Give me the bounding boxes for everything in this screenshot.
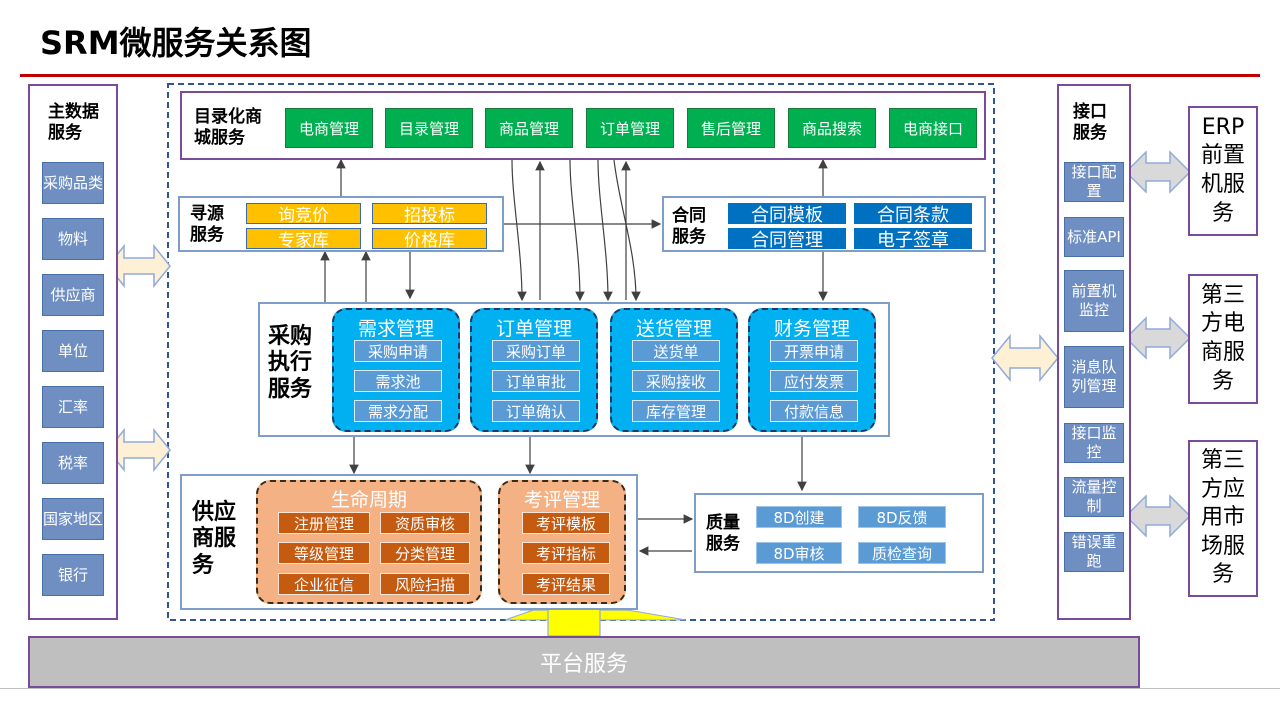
group-lifecycle-title: 生命周期 — [330, 489, 407, 511]
sourcing-service-panel: 寻源服务 询竞价 招投标 专家库 价格库 — [178, 196, 504, 252]
interface-item-message-queue[interactable]: 消息队列管理 — [1064, 346, 1124, 408]
interface-service-title: 接口服务 — [1073, 102, 1107, 144]
group-lifecycle: 生命周期 注册管理 资质审核 等级管理 分类管理 企业征信 风险扫描 — [256, 480, 482, 604]
mall-item-search[interactable]: 商品搜索 — [788, 108, 876, 148]
evaluation-item-result[interactable]: 考评结果 — [522, 573, 610, 595]
quality-service-title: 质量服务 — [706, 513, 740, 555]
lifecycle-item-risk[interactable]: 风险扫描 — [380, 573, 470, 595]
delivery-item-note[interactable]: 送货单 — [632, 340, 720, 362]
third-party-appmarket-box[interactable]: 第三方应用市场服务 — [1188, 440, 1258, 597]
interface-item-error-retry[interactable]: 错误重跑 — [1064, 532, 1124, 572]
sourcing-item-tender[interactable]: 招投标 — [372, 203, 487, 226]
order-item-confirm[interactable]: 订单确认 — [492, 400, 580, 422]
group-finance: 财务管理 开票申请 应付发票 付款信息 — [748, 308, 876, 432]
execution-service-title: 采购执行服务 — [268, 324, 313, 402]
quality-service-panel: 质量服务 8D创建 8D反馈 8D审核 质检查询 — [694, 493, 984, 573]
double-arrow-appmarket — [1124, 494, 1192, 538]
quality-item-8d-feedback[interactable]: 8D反馈 — [858, 506, 946, 528]
evaluation-item-template[interactable]: 考评模板 — [522, 512, 610, 534]
mall-item-product[interactable]: 商品管理 — [485, 108, 573, 148]
group-demand: 需求管理 采购申请 需求池 需求分配 — [332, 308, 460, 432]
interface-item-monitor[interactable]: 接口监控 — [1064, 423, 1124, 463]
finance-item-ap-invoice[interactable]: 应付发票 — [770, 370, 858, 392]
platform-service-bar[interactable]: 平台服务 — [28, 636, 1140, 688]
contract-item-template[interactable]: 合同模板 — [728, 203, 846, 226]
master-data-title: 主数据服务 — [48, 102, 99, 144]
group-order-title: 订单管理 — [495, 318, 572, 340]
group-demand-title: 需求管理 — [357, 318, 434, 340]
sourcing-item-price[interactable]: 价格库 — [372, 228, 487, 251]
demand-item-pool[interactable]: 需求池 — [354, 370, 442, 392]
contract-item-management[interactable]: 合同管理 — [728, 228, 846, 251]
lifecycle-item-grade[interactable]: 等级管理 — [278, 542, 370, 564]
contract-item-clause[interactable]: 合同条款 — [854, 203, 972, 226]
evaluation-item-metric[interactable]: 考评指标 — [522, 542, 610, 564]
group-finance-title: 财务管理 — [773, 318, 850, 340]
master-item-country[interactable]: 国家地区 — [42, 498, 104, 540]
contract-service-title: 合同服务 — [672, 206, 706, 248]
quality-item-inspection-query[interactable]: 质检查询 — [858, 542, 946, 564]
double-arrow-master-lower — [107, 427, 171, 473]
order-item-po[interactable]: 采购订单 — [492, 340, 580, 362]
contract-item-esign[interactable]: 电子签章 — [854, 228, 972, 251]
double-arrow-erp — [1124, 150, 1192, 194]
group-evaluation: 考评管理 考评模板 考评指标 考评结果 — [498, 480, 626, 604]
mall-service-title: 目录化商城服务 — [194, 107, 262, 149]
lifecycle-item-qualification[interactable]: 资质审核 — [380, 512, 470, 534]
erp-frontend-box[interactable]: ERP前置机服务 — [1188, 106, 1258, 236]
master-data-panel: 主数据服务 采购品类 物料 供应商 单位 汇率 税率 国家地区 银行 — [28, 84, 118, 620]
sourcing-service-title: 寻源服务 — [190, 204, 224, 246]
double-arrow-master-upper — [107, 243, 171, 289]
master-item-supplier[interactable]: 供应商 — [42, 274, 104, 316]
finance-item-payment[interactable]: 付款信息 — [770, 400, 858, 422]
master-item-material[interactable]: 物料 — [42, 218, 104, 260]
delivery-item-inventory[interactable]: 库存管理 — [632, 400, 720, 422]
mall-item-aftersale[interactable]: 售后管理 — [687, 108, 775, 148]
quality-item-8d-create[interactable]: 8D创建 — [756, 506, 842, 528]
demand-item-allocate[interactable]: 需求分配 — [354, 400, 442, 422]
mall-item-ecommerce[interactable]: 电商管理 — [285, 108, 373, 148]
delivery-item-receive[interactable]: 采购接收 — [632, 370, 720, 392]
mall-service-panel: 目录化商城服务 电商管理 目录管理 商品管理 订单管理 售后管理 商品搜索 电商… — [180, 91, 986, 160]
quality-item-8d-review[interactable]: 8D审核 — [756, 542, 842, 564]
third-party-ecommerce-box[interactable]: 第三方电商服务 — [1188, 274, 1258, 404]
sourcing-item-expert[interactable]: 专家库 — [246, 228, 361, 251]
master-item-category[interactable]: 采购品类 — [42, 162, 104, 204]
supplier-service-panel: 供应商服务 生命周期 注册管理 资质审核 等级管理 分类管理 企业征信 风险扫描… — [180, 474, 638, 610]
master-item-bank[interactable]: 银行 — [42, 554, 104, 596]
execution-service-panel: 采购执行服务 需求管理 采购申请 需求池 需求分配 订单管理 采购订单 订单审批… — [258, 302, 890, 437]
lifecycle-item-credit[interactable]: 企业征信 — [278, 573, 370, 595]
mall-item-catalog[interactable]: 目录管理 — [385, 108, 473, 148]
interface-item-standard-api[interactable]: 标准API — [1064, 217, 1124, 257]
group-order: 订单管理 采购订单 订单审批 订单确认 — [470, 308, 598, 432]
interface-item-frontend-monitor[interactable]: 前置机监控 — [1064, 270, 1124, 332]
lifecycle-item-register[interactable]: 注册管理 — [278, 512, 370, 534]
interface-service-panel: 接口服务 接口配置 标准API 前置机监控 消息队列管理 接口监控 流量控制 错… — [1057, 84, 1131, 620]
title-divider — [20, 74, 1260, 77]
interface-item-config[interactable]: 接口配置 — [1064, 162, 1124, 202]
bottom-divider — [0, 688, 1280, 689]
group-delivery-title: 送货管理 — [635, 318, 712, 340]
mall-item-api[interactable]: 电商接口 — [889, 108, 977, 148]
sourcing-item-bidding[interactable]: 询竞价 — [246, 203, 361, 226]
order-item-approve[interactable]: 订单审批 — [492, 370, 580, 392]
page-title: SRM微服务关系图 — [40, 24, 312, 62]
lifecycle-item-classify[interactable]: 分类管理 — [380, 542, 470, 564]
finance-item-invoice-request[interactable]: 开票申请 — [770, 340, 858, 362]
demand-item-request[interactable]: 采购申请 — [354, 340, 442, 362]
master-item-tax-rate[interactable]: 税率 — [42, 442, 104, 484]
interface-item-traffic-control[interactable]: 流量控制 — [1064, 477, 1124, 517]
group-delivery: 送货管理 送货单 采购接收 库存管理 — [610, 308, 738, 432]
mall-item-order[interactable]: 订单管理 — [586, 108, 674, 148]
double-arrow-interface — [991, 333, 1059, 383]
supplier-service-title: 供应商服务 — [192, 500, 237, 578]
master-item-exchange-rate[interactable]: 汇率 — [42, 386, 104, 428]
master-item-unit[interactable]: 单位 — [42, 330, 104, 372]
contract-service-panel: 合同服务 合同模板 合同条款 合同管理 电子签章 — [662, 196, 986, 252]
double-arrow-ecommerce — [1124, 316, 1192, 360]
group-evaluation-title: 考评管理 — [523, 489, 600, 511]
